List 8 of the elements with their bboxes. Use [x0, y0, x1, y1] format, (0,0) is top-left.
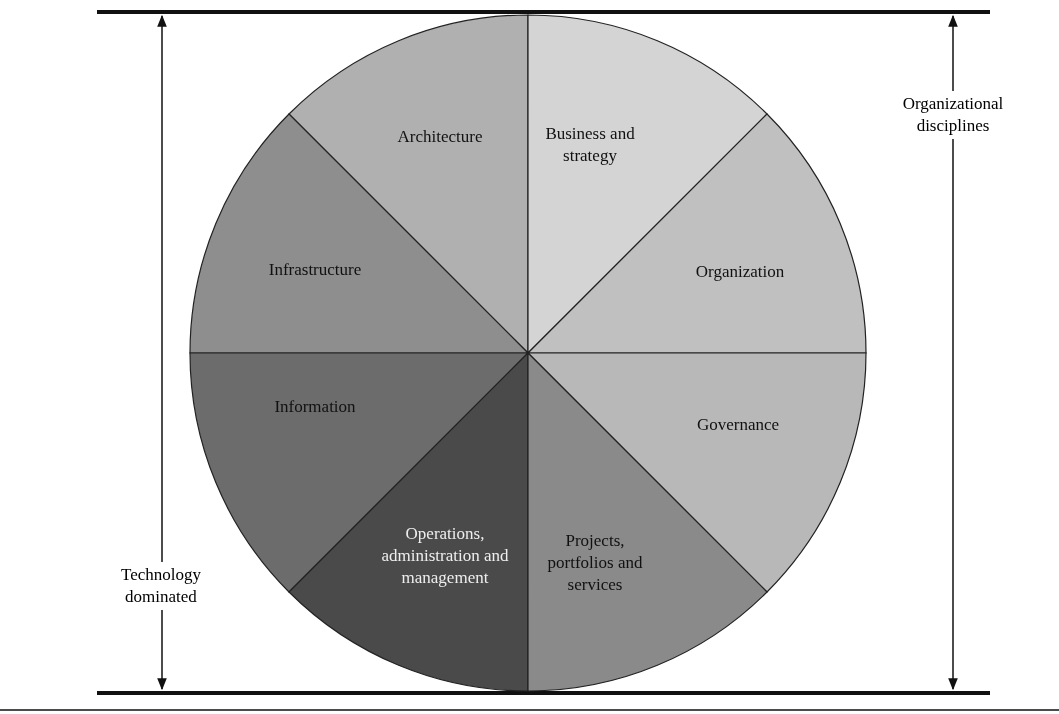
- segment-label: Business and strategy: [544, 123, 636, 167]
- segment-label: Governance: [695, 414, 781, 436]
- segment-label: Operations, administration and management: [380, 523, 510, 589]
- segment-label: Projects, portfolios and services: [546, 530, 644, 596]
- segment-label: Information: [273, 396, 357, 418]
- segment-label: Infrastructure: [267, 259, 363, 281]
- segment-label: Architecture: [396, 126, 484, 148]
- segment-label: Organization: [694, 261, 786, 283]
